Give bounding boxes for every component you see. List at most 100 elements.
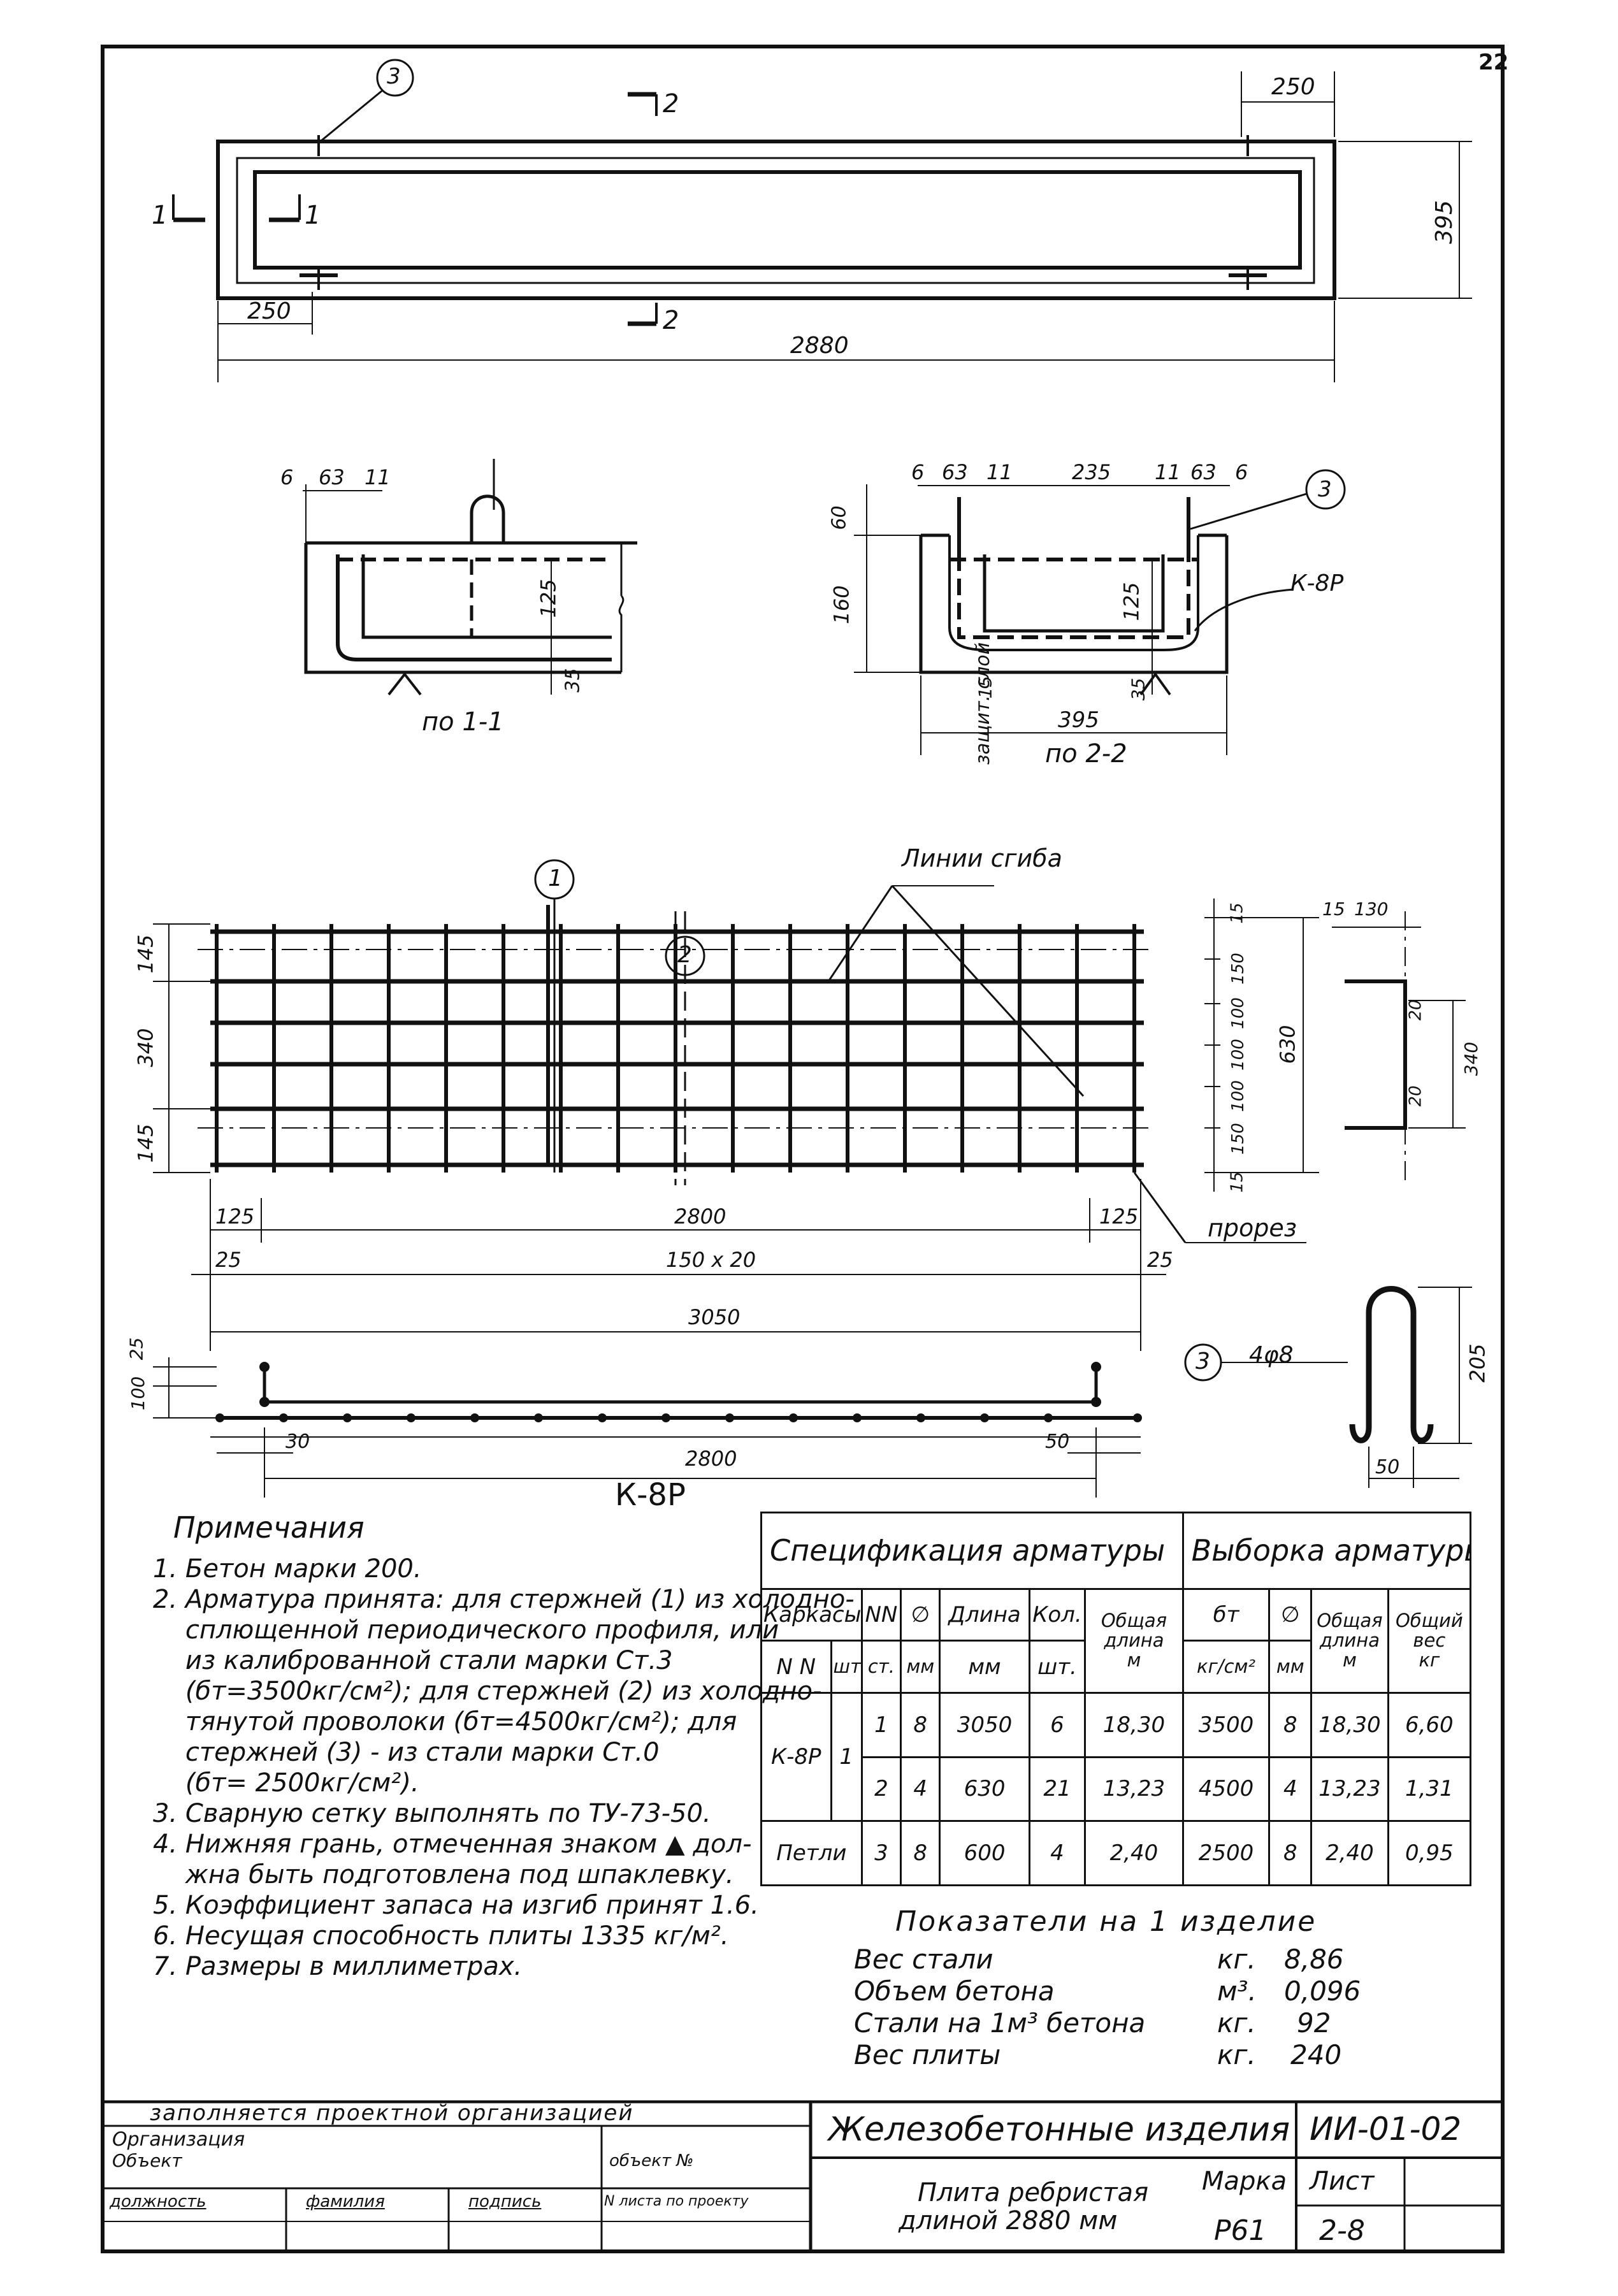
mesh-callout-1: 1 <box>548 865 563 892</box>
note-line: 6. Несущая способность плиты 1335 кг/м². <box>153 1921 729 1951</box>
indicator-value: 92 <box>1297 2007 1331 2039</box>
cell-qty: 4 <box>1028 1820 1087 1886</box>
hdr-total-length2-text: Общая длина <box>1317 1610 1383 1652</box>
s11-dim-6: 6 <box>280 465 294 489</box>
hdr-mm-sub: мм <box>900 1640 941 1694</box>
note-line: 7. Размеры в миллиметрах. <box>153 1952 523 1981</box>
plan-dim-2880: 2880 <box>790 333 849 359</box>
profile-dim-340: 340 <box>1461 1041 1482 1076</box>
cell-weight: 6,60 <box>1387 1691 1472 1758</box>
profile-dim-130: 130 <box>1354 899 1389 920</box>
cell-nn: 2 <box>860 1756 902 1823</box>
k8p-dim-2800: 2800 <box>685 1447 737 1471</box>
title-block-grid <box>105 2100 1501 2249</box>
cell-phi2: 4 <box>1268 1756 1313 1823</box>
cell-length: 600 <box>939 1820 1030 1886</box>
s11-dim-35: 35 <box>561 668 584 693</box>
mesh-dim-r-150-top: 150 <box>1228 953 1248 985</box>
mesh-dim-145-bottom: 145 <box>133 1123 158 1163</box>
tb-object-no: объект № <box>609 2151 694 2170</box>
hdr-frames: Каркасы <box>760 1587 863 1642</box>
tb-product-name-2: длиной 2880 мм <box>899 2206 1118 2235</box>
mesh-dim-630: 630 <box>1275 1025 1300 1064</box>
frame-k8p-dots <box>215 1362 1142 1422</box>
hdr-total-weight-unit: кг <box>1419 1649 1440 1671</box>
hdr-total-length2: Общая длина м <box>1310 1587 1389 1694</box>
hdr-total-length: Общая длина м <box>1084 1587 1184 1694</box>
indicator-label: Вес стали <box>854 1944 993 1975</box>
notes-list: 1. Бетон марки 200. 2. Арматура принята:… <box>153 1554 855 1982</box>
note-line: (бт= 2500кг/см²). <box>153 1768 419 1798</box>
s11-dim-11: 11 <box>365 465 391 489</box>
cell-total: 13,23 <box>1084 1756 1184 1823</box>
s22-dim-35: 35 <box>1127 677 1149 701</box>
tb-series-code: ИИ-01-02 <box>1310 2111 1462 2148</box>
mesh-dim-2800: 2800 <box>674 1204 726 1229</box>
tb-sheet-label: Лист <box>1310 2167 1375 2196</box>
plan-dim-250-top: 250 <box>1271 74 1315 100</box>
s22-dim-11-right: 11 <box>1155 460 1181 484</box>
tb-surname: фамилия <box>306 2192 385 2211</box>
mesh-dim-r-15-bottom: 15 <box>1227 1171 1247 1193</box>
tb-organization: Организация <box>112 2128 245 2151</box>
s11-caption: по 1-1 <box>422 707 504 737</box>
mesh-dim-125-right: 125 <box>1099 1204 1139 1229</box>
s22-dim-63-right: 63 <box>1190 460 1217 484</box>
plan-callout-3: 3 <box>387 64 401 89</box>
hdr-total-length-unit: м <box>1127 1649 1141 1671</box>
note-line: жна быть подготовлена под шпаклевку. <box>153 1860 734 1889</box>
page-number: 22 <box>1478 50 1509 75</box>
cell-total2: 2,40 <box>1310 1820 1389 1886</box>
tb-mark: Р61 <box>1214 2214 1267 2247</box>
profile-dim-20-bottom: 20 <box>1406 1085 1426 1107</box>
indicators-title: Показатели на 1 изделие <box>895 1905 1317 1938</box>
indicator-unit: кг. <box>1217 2007 1256 2039</box>
note-line: сплющенной периодического профиля, или <box>153 1615 779 1645</box>
hdr-pcs-qty: шт. <box>1028 1640 1087 1694</box>
indicator-value: 240 <box>1290 2039 1342 2070</box>
cell-sigma: 4500 <box>1181 1756 1271 1823</box>
mesh-dim-125-left: 125 <box>215 1204 255 1229</box>
cell-phi: 4 <box>900 1756 941 1823</box>
indicator-unit: м³. <box>1217 1975 1257 2007</box>
s22-dim-6-left: 6 <box>911 460 925 484</box>
indicator-unit: кг. <box>1217 1944 1256 1975</box>
cell-nn: 3 <box>860 1820 902 1886</box>
loop-dim-50: 50 <box>1375 1456 1400 1478</box>
cell-sigma: 3500 <box>1181 1691 1271 1758</box>
hdr-phi: ∅ <box>900 1587 941 1642</box>
cell-nn: 1 <box>860 1691 902 1758</box>
s22-dim-6-right: 6 <box>1235 460 1248 484</box>
plan-section-2-top: 2 <box>663 89 679 119</box>
indicator-value: 8,86 <box>1284 1944 1344 1975</box>
cell-weight: 0,95 <box>1387 1820 1472 1886</box>
sheet-frame <box>101 45 1505 2253</box>
cell-frame: Петли <box>760 1820 863 1886</box>
s22-frame-label: К-8Р <box>1290 570 1344 596</box>
mesh-dim-r-100-a: 100 <box>1228 997 1248 1029</box>
section-2-2 <box>854 469 1346 755</box>
s22-callout-3: 3 <box>1318 477 1332 502</box>
k8p-dim-100: 100 <box>127 1376 149 1411</box>
tb-mark-label: Марка <box>1202 2167 1287 2196</box>
note-line: (бт=3500кг/см²); для стержней (2) из хол… <box>153 1677 822 1706</box>
hdr-qty: Кол. <box>1028 1587 1087 1642</box>
s22-dim-235: 235 <box>1072 460 1111 484</box>
cell-count: 1 <box>830 1691 863 1823</box>
s22-dim-60: 60 <box>828 505 851 530</box>
cell-phi: 8 <box>900 1820 941 1886</box>
hdr-kgcm: кг/см² <box>1181 1640 1271 1694</box>
s22-dim-395: 395 <box>1058 707 1099 733</box>
indicators-list: Вес стали кг. 8,86 Объем бетона м³. 0,09… <box>854 1944 1376 2071</box>
indicator-row: Объем бетона м³. 0,096 <box>854 1975 1376 2007</box>
profile-dim-15: 15 <box>1322 899 1345 920</box>
indicator-unit: кг. <box>1217 2039 1256 2070</box>
cell-length: 630 <box>939 1756 1030 1823</box>
hdr-length: Длина <box>939 1587 1030 1642</box>
k8p-dim-30: 30 <box>285 1431 310 1453</box>
indicator-value: 0,096 <box>1284 1975 1361 2007</box>
note-line: 1. Бетон марки 200. <box>153 1554 422 1584</box>
note-line: 5. Коэффициент запаса на изгиб принят 1.… <box>153 1891 759 1920</box>
loop-callout-3: 3 <box>1195 1348 1210 1375</box>
